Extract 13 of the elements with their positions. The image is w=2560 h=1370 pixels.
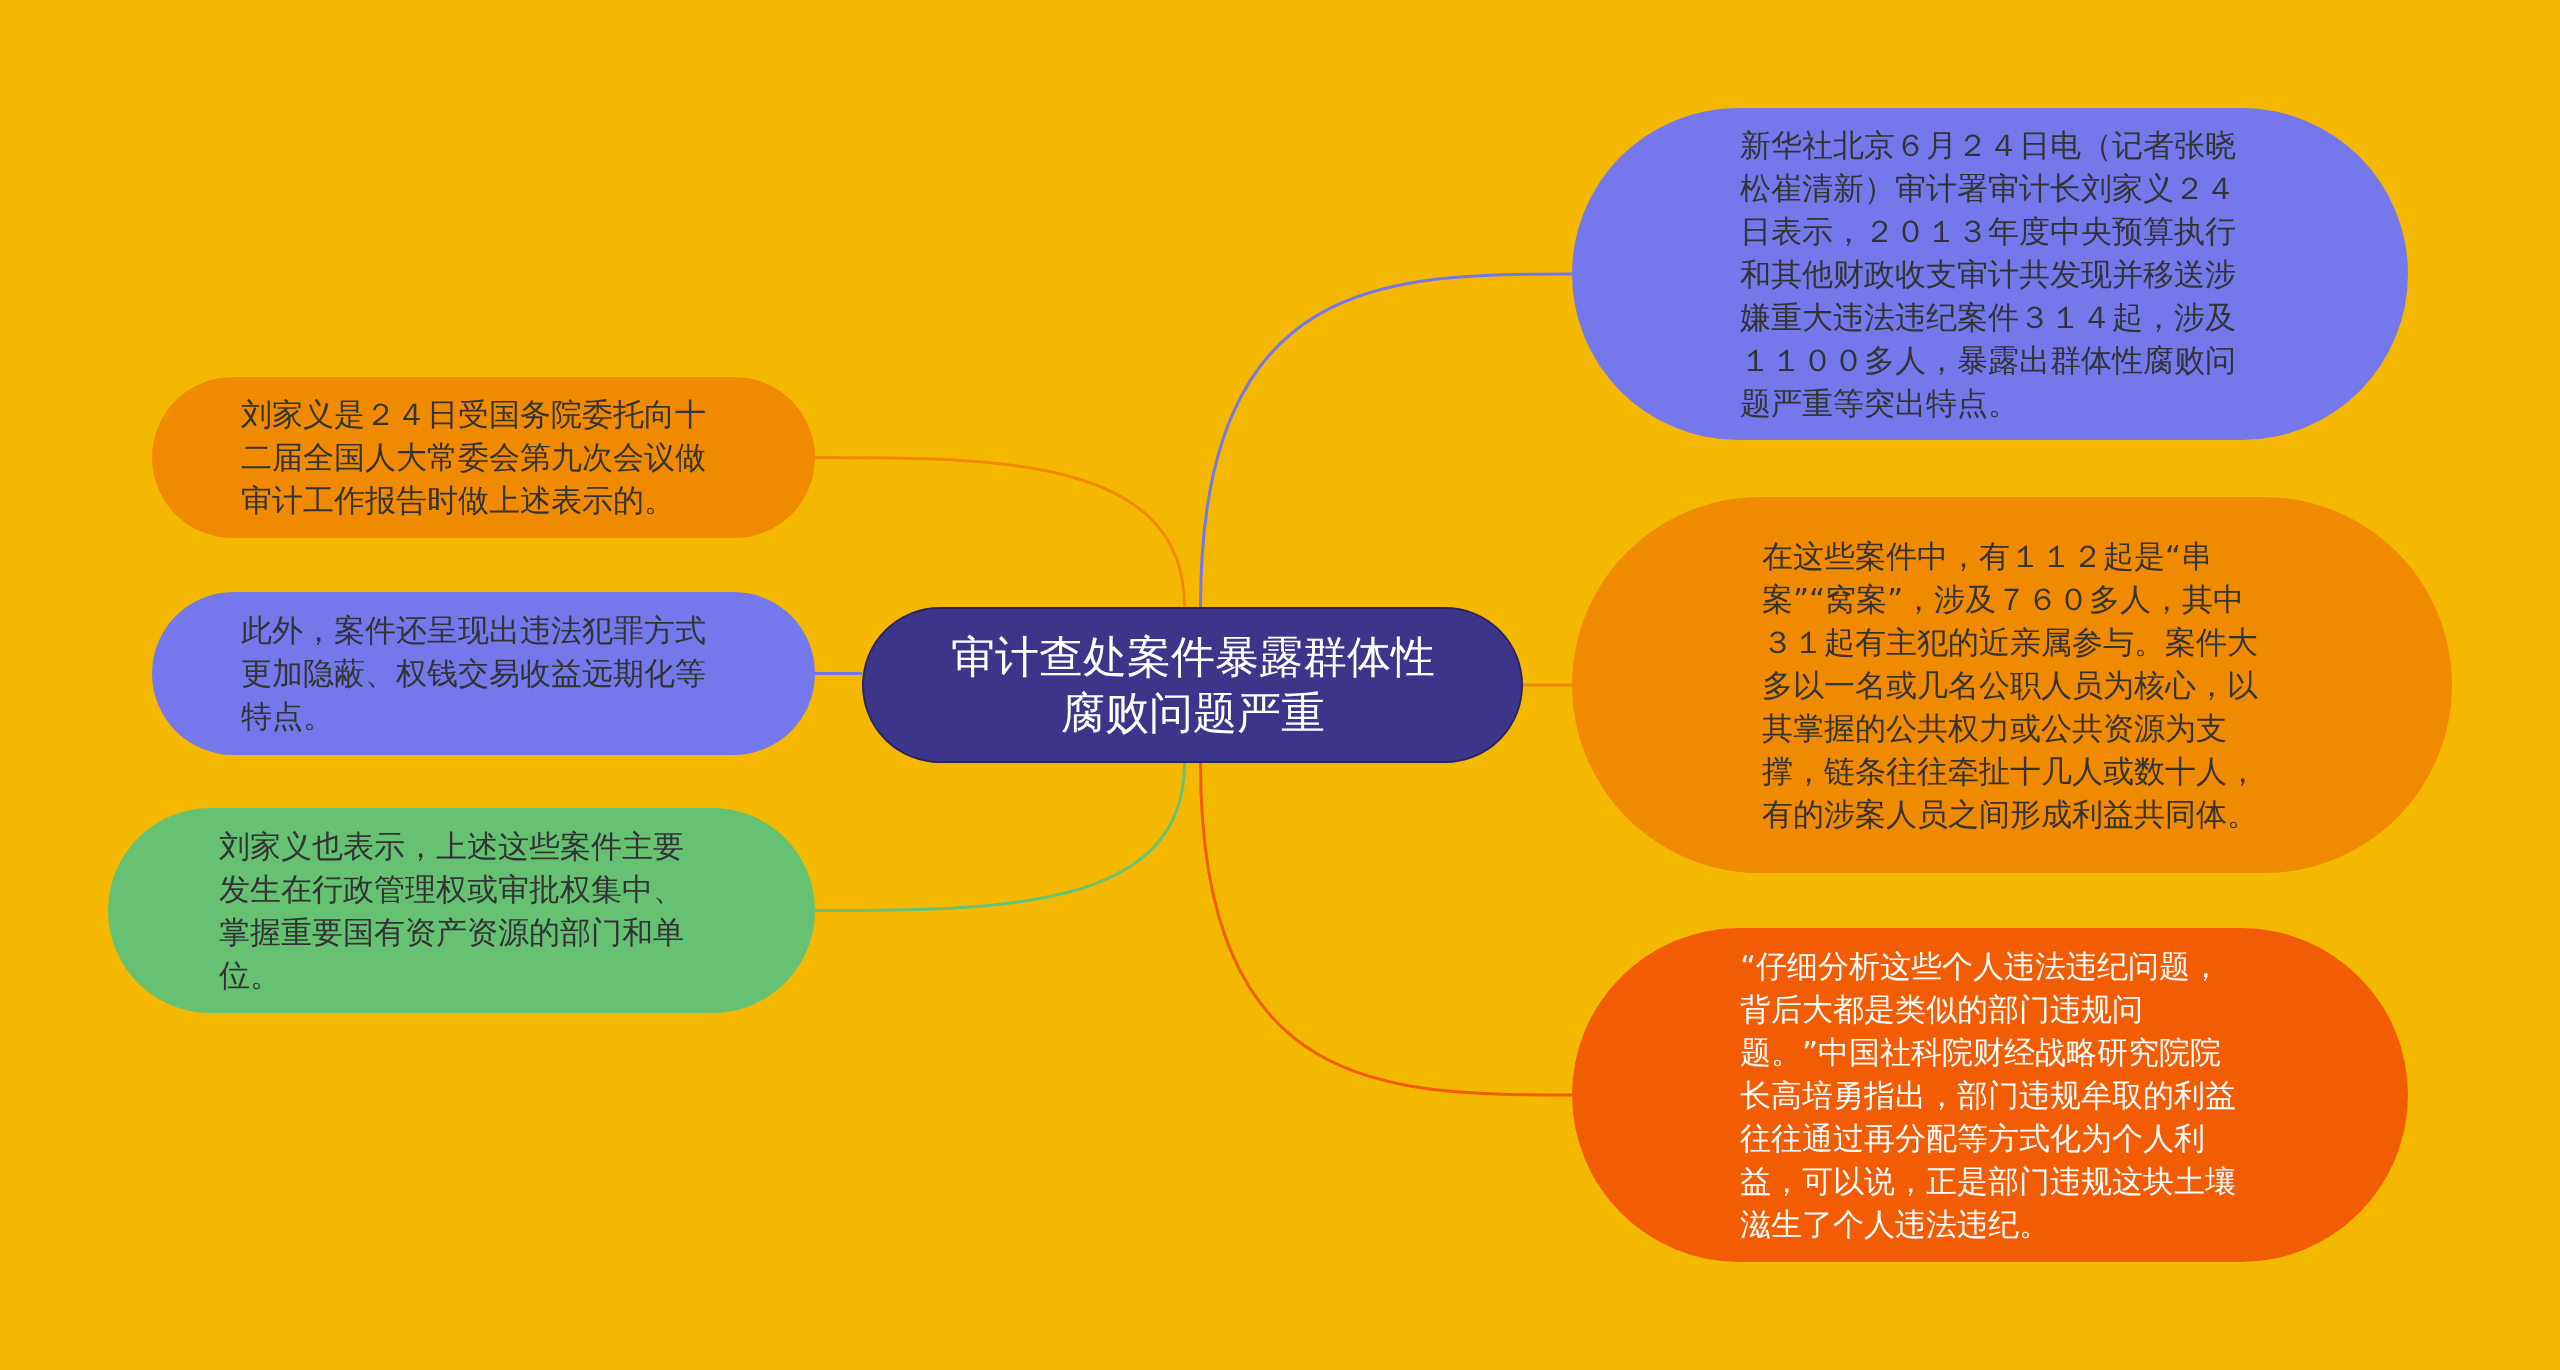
topic-text: 刘家义是２４日受国务院委托向十二届全国人大常委会第九次会议做审计工作报告时做上述表示的。: [241, 395, 707, 520]
connector-line: [1199, 272, 1572, 608]
connector-line: [1523, 683, 1572, 687]
topic-text: 此外，案件还呈现出违法犯罪方式更加隐蔽、权钱交易收益远期化等特点。: [241, 611, 707, 736]
connector-line: [1199, 762, 1572, 1097]
topic-text: 刘家义也表示，上述这些案件主要发生在行政管理权或审批权集中、掌握重要国有资产资源的部门和单位。: [219, 826, 685, 995]
topic-text: “仔细分析这些个人违法违纪问题，背后大都是类似的部门违规问题。”中国社科院财经战略研究院院长高培勇指出，部门违规牟取的利益往往通过再分配等方式化为个人利益，可以说，正是部门违规这块土壤滋生了个人违法违纪。: [1740, 946, 2237, 1244]
topic-text: 在这些案件中，有１１２起是“串案”“窝案”，涉及７６０多人，其中３１起有主犯的近亲属参与。案件大多以一名或几名公职人员为核心，以其掌握的公共权力或公共资源为支撑，链条往往牵扯十几人或数十人，有的涉案人员之间形成利益共同体。: [1762, 536, 2259, 834]
topic-text: 新华社北京６月２４日电（记者张晓松崔清新）审计署审计长刘家义２４日表示，２０１３年度中央预算执行和其他财政收支审计共发现并移送涉嫌重大违法违纪案件３１４起，涉及１１００多人，暴露出群体性腐败问题严重等突出特点。: [1740, 125, 2237, 423]
connector-line: [815, 456, 1186, 608]
connector-line: [815, 672, 862, 675]
topic-title: 审计查处案件暴露群体性腐败问题严重: [949, 630, 1436, 740]
connector-line: [815, 762, 1186, 912]
